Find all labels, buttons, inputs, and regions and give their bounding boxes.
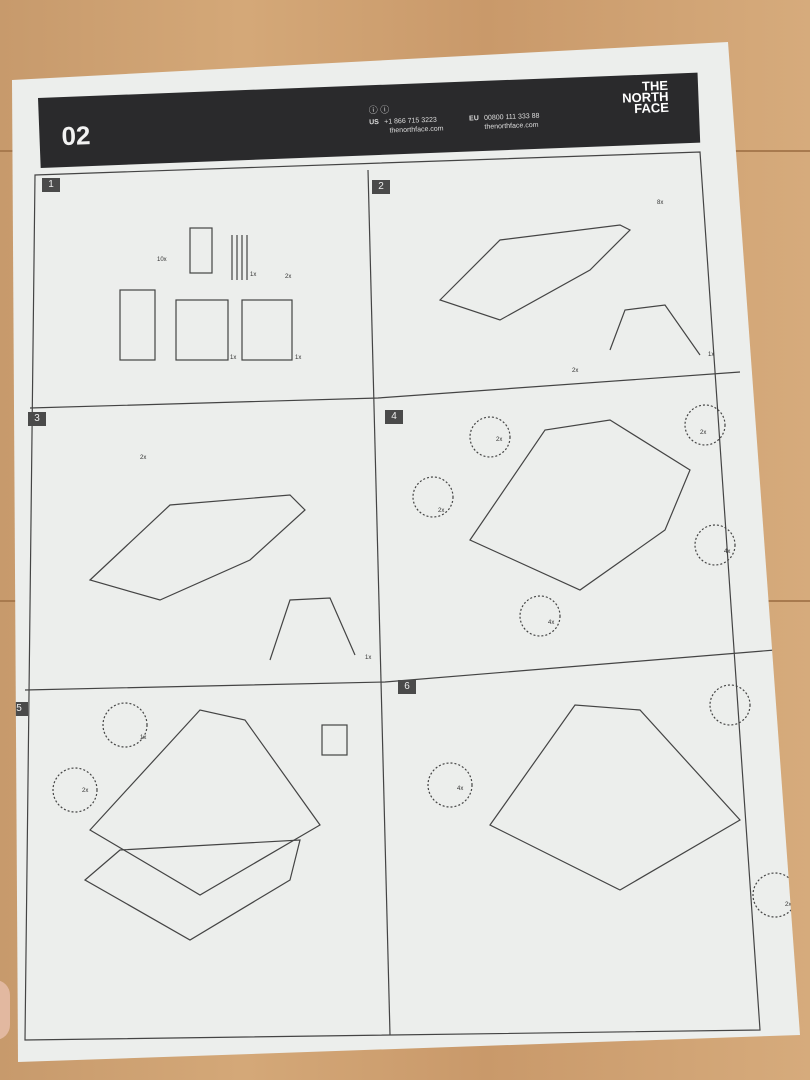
step-number-2: 2 (372, 180, 390, 194)
qty-label: 2x (496, 437, 503, 443)
panel-grid-border (24, 151, 761, 1041)
qty-label: 1x (140, 735, 147, 741)
qty-label: 1x (250, 272, 257, 278)
qty-label: 2x (785, 902, 792, 908)
qty-label: 2x (140, 455, 147, 461)
qty-label: 2x (438, 508, 445, 514)
qty-label: 2x (285, 274, 292, 280)
qty-label: 1x (230, 355, 237, 361)
qty-label: 1x (295, 355, 302, 361)
qty-label: 2x (572, 368, 579, 374)
qty-label: 4x (724, 549, 731, 555)
qty-label: 4x (548, 620, 555, 626)
qty-label: 1x (708, 352, 715, 358)
qty-label: 1x (365, 655, 372, 661)
panel-divider (24, 649, 776, 691)
hand (0, 980, 10, 1040)
step-number-4: 4 (385, 410, 403, 424)
qty-label: 8x (657, 200, 664, 206)
step-number-5: 5 (12, 702, 28, 716)
qty-label: 2x (82, 788, 89, 794)
step-number-3: 3 (28, 412, 46, 426)
qty-label: 10x (157, 257, 167, 263)
step-number-6: 6 (398, 680, 416, 694)
qty-label: 2x (700, 430, 707, 436)
qty-label: 4x (457, 786, 464, 792)
panel-divider (29, 371, 741, 409)
panel-divider (367, 169, 391, 1036)
step-number-1: 1 (42, 178, 60, 192)
